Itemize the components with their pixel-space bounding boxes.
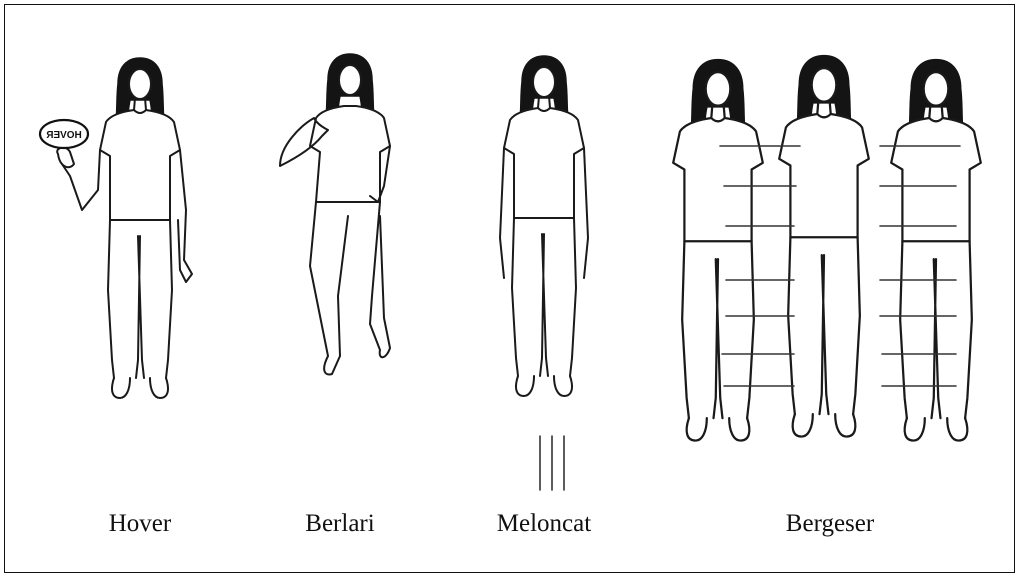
hover-bubble-text: HOVER [45,130,81,141]
running-figure [280,54,390,374]
shifting-figure [779,56,869,437]
hover-figure [57,58,192,398]
caption-meloncat: Meloncat [474,507,614,541]
shift-ghost-right [891,60,981,441]
caption-berlari: Berlari [280,507,400,541]
jumping-figure [500,56,588,396]
caption-hover: Hover [80,507,200,541]
shift-ghost-left [673,60,763,441]
jump-motion-lines [540,436,564,490]
hover-bubble: HOVER [40,120,88,148]
caption-bergeser: Bergeser [760,507,900,541]
